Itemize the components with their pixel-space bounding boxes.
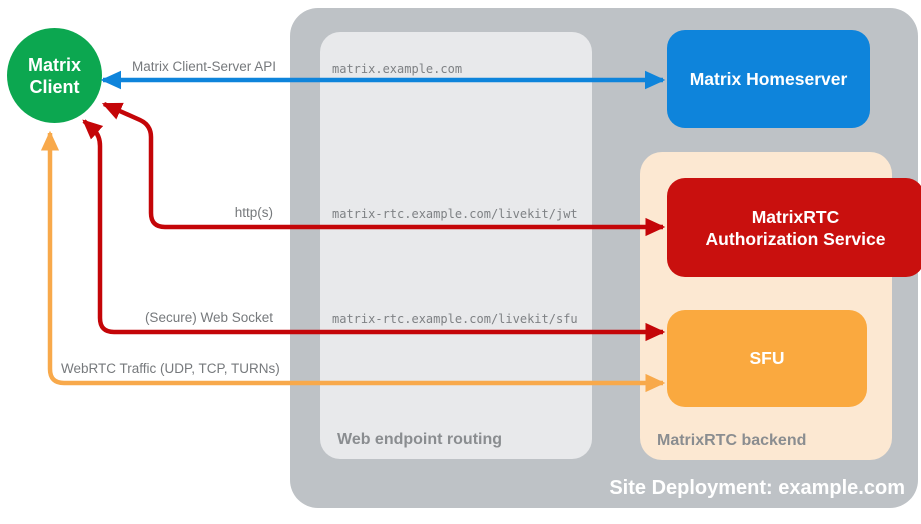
client-server-api-label: Matrix Client-Server API (131, 59, 277, 74)
matrix-client-label: Matrix Client (27, 54, 81, 97)
matrix-client-node: Matrix Client (7, 28, 102, 123)
endpoint-livekit-jwt: matrix-rtc.example.com/livekit/jwt (332, 207, 578, 221)
matrixrtc-authorization-service-node: MatrixRTC Authorization Service (667, 178, 921, 277)
site-deployment-label: Site Deployment: example.com (609, 477, 905, 499)
matrixrtc-authorization-service-label: MatrixRTC Authorization Service (705, 206, 886, 249)
sfu-label: SFU (749, 348, 785, 368)
web-endpoint-routing-label: Web endpoint routing (337, 431, 503, 448)
endpoint-livekit-sfu: matrix-rtc.example.com/livekit/sfu (332, 312, 578, 326)
webrtc-traffic-label: WebRTC Traffic (UDP, TCP, TURNs) (61, 361, 280, 376)
https-label: http(s) (234, 205, 273, 220)
matrix-homeserver-label: Matrix Homeserver (689, 68, 848, 89)
web-endpoint-routing-container (320, 32, 592, 459)
matrixrtc-backend-label: MatrixRTC backend (657, 432, 807, 449)
websocket-label: (Secure) Web Socket (144, 310, 273, 325)
endpoint-matrix-example-com: matrix.example.com (332, 62, 463, 76)
sfu-node: SFU (667, 310, 867, 407)
matrix-homeserver-node: Matrix Homeserver (667, 30, 870, 128)
